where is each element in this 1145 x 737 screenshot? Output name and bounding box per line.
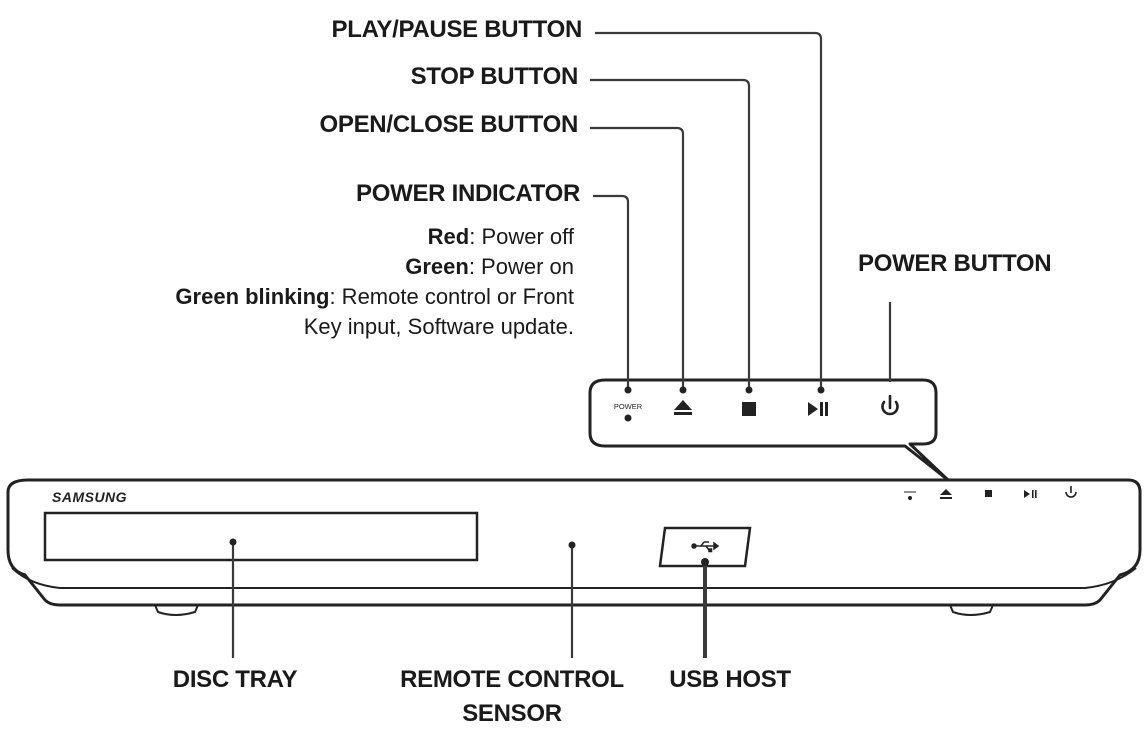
state-name: Green blinking (175, 284, 330, 309)
label-stop-button: STOP BUTTON (410, 63, 579, 90)
state-meaning: : Remote control or Front (329, 284, 574, 309)
device-front-icons (904, 486, 1077, 500)
label-usb-host: USB HOST (669, 666, 791, 693)
state-meaning: : Power on (468, 254, 574, 279)
label-power-button: POWER BUTTON (858, 250, 1052, 277)
state-meaning: : Power off (469, 224, 574, 249)
brand-logo: SAMSUNG (52, 489, 127, 505)
control-panel-callout (588, 378, 950, 482)
state-line-green-blinking: Green blinking: Remote control or Front (175, 282, 574, 312)
label-remote-control-sensor-line2: SENSOR (462, 700, 562, 727)
state-name: Green (405, 254, 469, 279)
state-line-green: Green: Power on (175, 252, 574, 282)
callout-icons (624, 394, 899, 422)
state-name: Red (427, 224, 470, 249)
label-remote-control-sensor-line1: REMOTE CONTROL (400, 666, 624, 693)
label-play-pause-button: PLAY/PAUSE BUTTON (331, 16, 583, 43)
power-indicator-states: Red: Power off Green: Power on Green bli… (175, 222, 574, 342)
state-meaning: Key input, Software update. (303, 314, 574, 339)
power-icon (881, 394, 899, 416)
state-line-red: Red: Power off (175, 222, 574, 252)
eject-icon (674, 400, 692, 410)
label-open-close-button: OPEN/CLOSE BUTTON (319, 111, 579, 138)
power-indicator-dot-icon (624, 414, 632, 422)
label-disc-tray: DISC TRAY (172, 666, 298, 693)
callout-power-text: POWER (614, 402, 643, 411)
usb-port[interactable] (658, 526, 752, 568)
play-pause-icon (808, 402, 818, 416)
disc-tray[interactable] (43, 511, 479, 562)
state-line-continued: Key input, Software update. (175, 312, 574, 342)
leader-endpoints (229, 386, 825, 566)
leader-lines (231, 31, 892, 658)
stop-icon (742, 402, 756, 416)
label-power-indicator: POWER INDICATOR (356, 180, 580, 207)
usb-icon (691, 541, 720, 553)
